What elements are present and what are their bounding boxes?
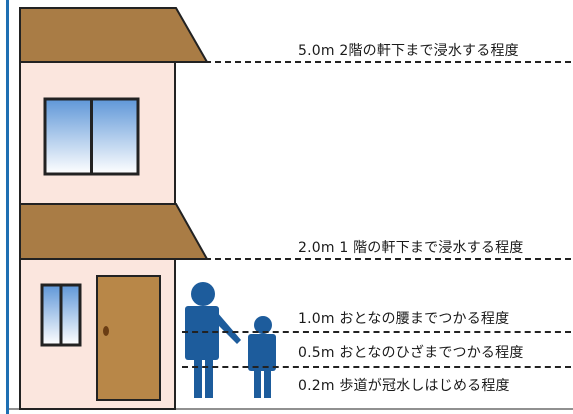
upper-window [43, 97, 140, 176]
level-line-2m [205, 258, 571, 260]
adult-figure [185, 282, 241, 398]
front-door [96, 275, 161, 401]
left-frame-border [6, 0, 573, 414]
level-label-0-2m: 0.2m 歩道が冠水しはじめる程度 [298, 378, 510, 394]
level-label-5m: 5.0m 2階の軒下まで浸水する程度 [298, 43, 519, 59]
level-label-0-5m: 0.5m おとなのひざまでつかる程度 [298, 345, 524, 361]
level-label-2m: 2.0m 1 階の軒下まで浸水する程度 [298, 240, 524, 256]
lower-window [40, 283, 82, 347]
level-label-1m: 1.0m おとなの腰までつかる程度 [298, 311, 510, 327]
lower-roof [19, 203, 209, 260]
child-figure [248, 316, 276, 398]
upper-roof [19, 7, 209, 63]
level-line-5m [205, 61, 571, 63]
level-line-1m [182, 331, 571, 333]
level-line-0-5m [182, 366, 571, 368]
